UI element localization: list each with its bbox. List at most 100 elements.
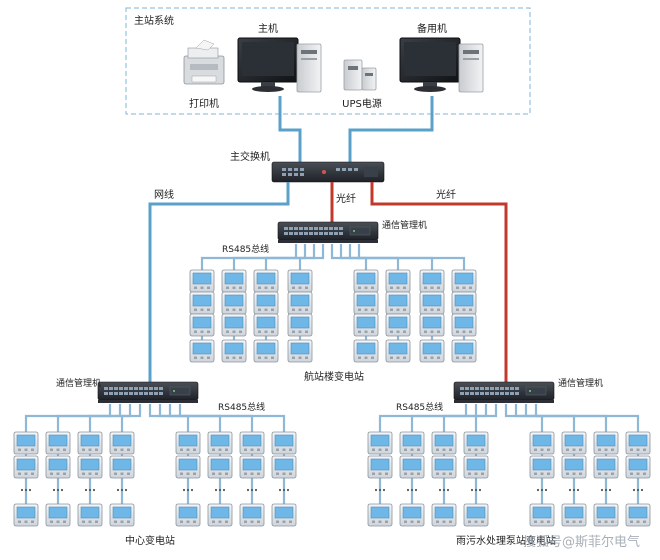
power-meter-icon xyxy=(593,455,619,479)
watermark: 搜狐号@斯菲尔电气 xyxy=(523,534,640,550)
bus-center-label: RS485总线 xyxy=(222,243,269,255)
power-meter-icon xyxy=(385,291,411,315)
power-meter-icon xyxy=(529,503,555,527)
bus-left-label: RS485总线 xyxy=(218,401,265,413)
power-meter-icon xyxy=(431,455,457,479)
power-meter-icon xyxy=(271,503,297,527)
power-meter-icon xyxy=(175,455,201,479)
power-meter-icon xyxy=(399,503,425,527)
power-meter-icon xyxy=(593,503,619,527)
more-meters-ellipsis xyxy=(84,488,96,492)
power-meter-icon xyxy=(13,455,39,479)
station-center-label: 航站楼变电站 xyxy=(304,370,364,383)
power-meter-icon xyxy=(419,339,445,363)
meters-left-group xyxy=(13,431,297,527)
more-meters-ellipsis xyxy=(632,488,644,492)
power-meter-icon xyxy=(287,291,313,315)
power-meter-icon xyxy=(77,455,103,479)
power-meter-icon xyxy=(109,455,135,479)
comm-manager-right-label: 通信管理机 xyxy=(558,377,603,389)
power-meter-icon xyxy=(207,431,233,455)
power-meter-icon xyxy=(287,339,313,363)
meters-right-group xyxy=(367,431,651,527)
power-meter-icon xyxy=(419,291,445,315)
comm-manager-left-icon xyxy=(97,381,199,404)
comm-manager-left-label: 通信管理机 xyxy=(56,377,101,389)
power-meter-icon xyxy=(175,503,201,527)
backup-computer-icon xyxy=(399,37,484,93)
power-meter-icon xyxy=(385,269,411,293)
power-meter-icon xyxy=(221,269,247,293)
more-meters-ellipsis xyxy=(374,488,386,492)
main-station-border xyxy=(125,7,531,115)
more-meters-ellipsis xyxy=(568,488,580,492)
power-meter-icon xyxy=(287,269,313,293)
fiber-link-right xyxy=(370,182,508,382)
more-meters-ellipsis xyxy=(470,488,482,492)
station-right-label: 雨污水处理泵站变电站 xyxy=(456,534,556,547)
power-meter-icon xyxy=(221,313,247,337)
power-meter-icon xyxy=(561,503,587,527)
ups-icon xyxy=(343,59,377,91)
backup-label: 备用机 xyxy=(417,22,447,35)
main-switch-icon xyxy=(271,161,385,183)
power-meter-icon xyxy=(221,291,247,315)
host-computer-icon xyxy=(237,37,322,93)
power-meter-icon xyxy=(419,269,445,293)
power-meter-icon xyxy=(385,313,411,337)
more-meters-ellipsis xyxy=(52,488,64,492)
power-meter-icon xyxy=(287,313,313,337)
power-meter-icon xyxy=(77,503,103,527)
power-meter-icon xyxy=(45,503,71,527)
comm-manager-right-icon xyxy=(453,381,555,404)
meters-center-group xyxy=(189,269,477,363)
more-meters-ellipsis xyxy=(116,488,128,492)
power-meter-icon xyxy=(189,339,215,363)
power-meter-icon xyxy=(385,339,411,363)
more-meters-ellipsis xyxy=(278,488,290,492)
power-meter-icon xyxy=(561,455,587,479)
power-meter-icon xyxy=(353,291,379,315)
power-meter-icon xyxy=(367,431,393,455)
power-meter-icon xyxy=(593,431,619,455)
power-meter-icon xyxy=(239,431,265,455)
main-station-label: 主站系统 xyxy=(134,14,174,27)
fiber-label-right: 光纤 xyxy=(436,188,456,201)
power-meter-icon xyxy=(207,455,233,479)
fiber-label-center: 光纤 xyxy=(336,192,356,205)
power-meter-icon xyxy=(625,431,651,455)
more-meters-ellipsis xyxy=(246,488,258,492)
printer-label: 打印机 xyxy=(189,97,219,110)
power-meter-icon xyxy=(189,291,215,315)
power-meter-icon xyxy=(253,291,279,315)
power-meter-icon xyxy=(77,431,103,455)
network-cable-link xyxy=(148,182,290,382)
power-meter-icon xyxy=(529,455,555,479)
power-meter-icon xyxy=(253,269,279,293)
power-meter-icon xyxy=(353,313,379,337)
comm-manager-center-icon xyxy=(277,221,379,244)
ups-label: UPS电源 xyxy=(342,97,382,110)
power-meter-icon xyxy=(451,313,477,337)
power-meter-icon xyxy=(221,339,247,363)
more-meters-ellipsis xyxy=(214,488,226,492)
more-meters-ellipsis xyxy=(20,488,32,492)
power-meter-icon xyxy=(625,503,651,527)
power-meter-icon xyxy=(253,313,279,337)
power-meter-icon xyxy=(353,339,379,363)
more-meters-ellipsis xyxy=(600,488,612,492)
power-meter-icon xyxy=(13,503,39,527)
network-cable-label: 网线 xyxy=(154,188,174,201)
power-meter-icon xyxy=(353,269,379,293)
more-meters-ellipsis xyxy=(536,488,548,492)
power-meter-icon xyxy=(431,431,457,455)
power-meter-icon xyxy=(463,455,489,479)
power-meter-icon xyxy=(45,431,71,455)
power-meter-icon xyxy=(561,431,587,455)
power-meter-icon xyxy=(109,431,135,455)
power-meter-icon xyxy=(189,269,215,293)
power-meter-icon xyxy=(175,431,201,455)
power-meter-icon xyxy=(431,503,457,527)
more-meters-ellipsis xyxy=(182,488,194,492)
